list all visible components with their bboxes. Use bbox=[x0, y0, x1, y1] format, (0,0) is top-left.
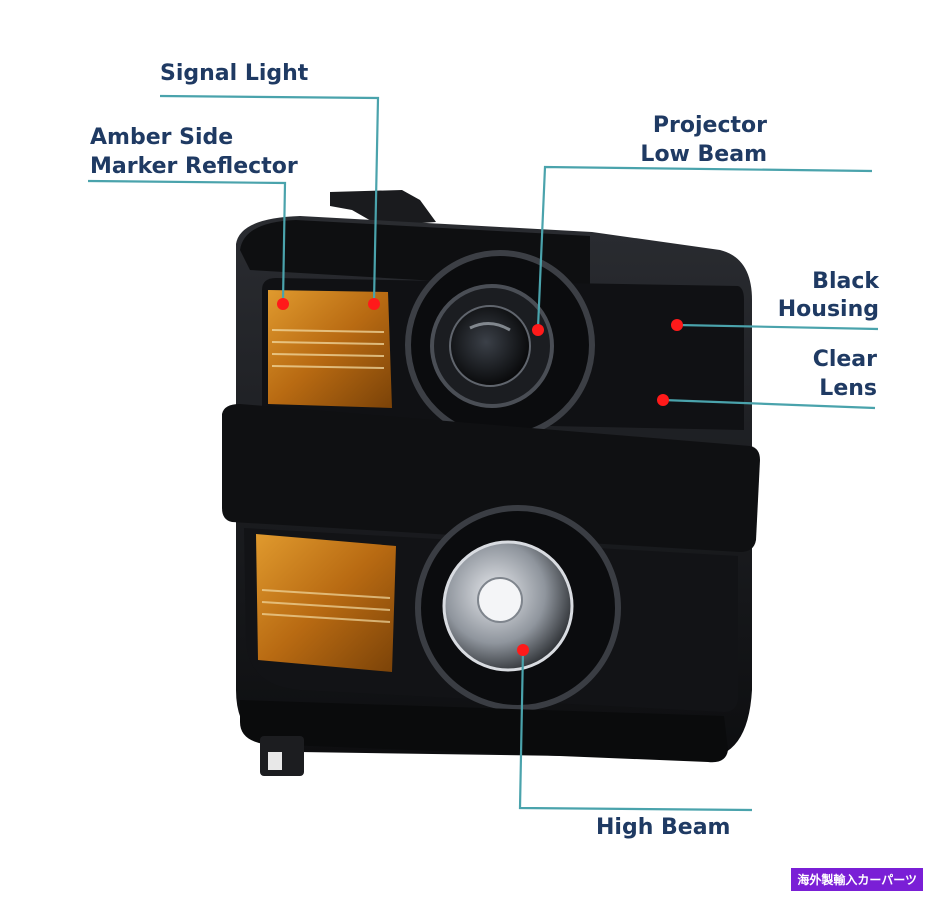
dot-projector bbox=[532, 324, 544, 336]
label-amber-side-line2: Marker Reflector bbox=[90, 154, 298, 179]
signal-light-reflector-lines bbox=[271, 329, 385, 369]
marker-dots bbox=[277, 298, 683, 656]
label-clear-lens-line2: Lens bbox=[819, 376, 877, 401]
label-clear-lens-line1: Clear bbox=[812, 347, 877, 372]
dot-black-housing bbox=[671, 319, 683, 331]
dot-amber-side bbox=[277, 298, 289, 310]
leader-projector bbox=[536, 165, 873, 329]
lower-amber-reflector-lines bbox=[261, 589, 391, 623]
leader-lines bbox=[87, 94, 879, 812]
signal-light-amber bbox=[268, 290, 392, 408]
label-amber-side-line1: Amber Side bbox=[90, 125, 234, 150]
label-black-housing-line2: Housing bbox=[777, 297, 879, 322]
leader-signal-light bbox=[159, 94, 380, 303]
center-bar bbox=[222, 404, 760, 552]
dot-high-beam bbox=[517, 644, 529, 656]
leader-high-beam bbox=[518, 649, 753, 812]
high-beam-bulb bbox=[477, 577, 523, 623]
label-black-housing-line1: Black bbox=[812, 269, 879, 294]
bottom-trim bbox=[240, 700, 728, 763]
lower-amber-reflector bbox=[256, 534, 396, 672]
leader-amber-side bbox=[87, 179, 287, 303]
label-high-beam: High Beam bbox=[596, 815, 731, 840]
label-signal-light: Signal Light bbox=[160, 61, 309, 86]
dot-signal-light bbox=[368, 298, 380, 310]
label-projector-line1: Projector bbox=[652, 113, 767, 138]
watermark-badge: 海外製輸入カーパーツ bbox=[791, 868, 923, 891]
leader-black-housing bbox=[677, 323, 879, 331]
mounting-bracket bbox=[330, 190, 436, 226]
label-projector-line2: Low Beam bbox=[640, 142, 767, 167]
dot-clear-lens bbox=[657, 394, 669, 406]
projector-lens bbox=[449, 305, 531, 387]
leader-clear-lens bbox=[662, 398, 876, 410]
